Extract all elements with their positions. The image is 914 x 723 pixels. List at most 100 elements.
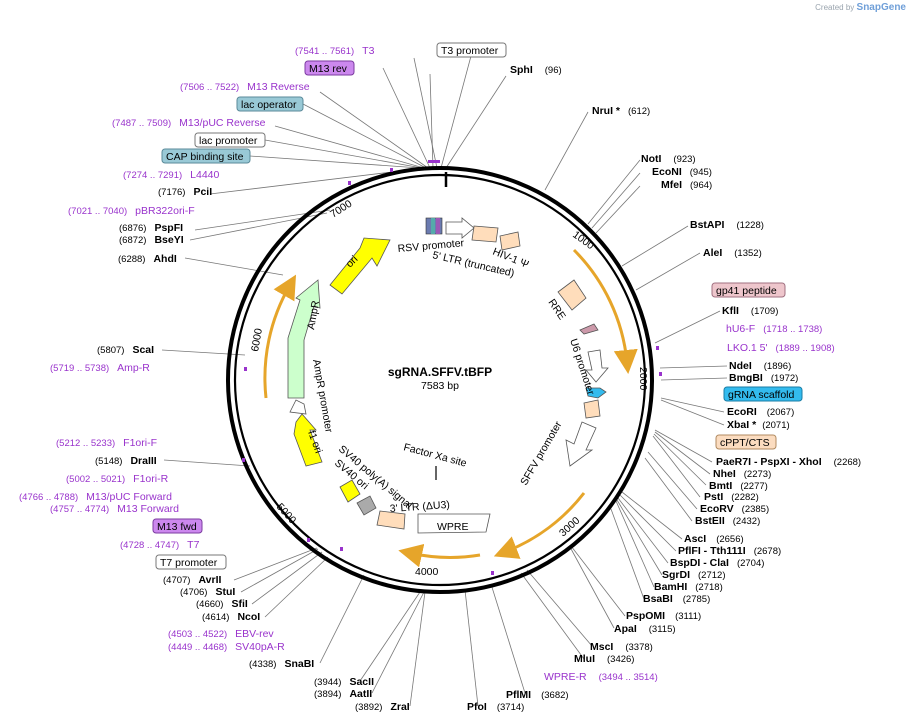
- tick-4000: 4000: [415, 566, 439, 578]
- site-ndei: NdeI(1896): [729, 360, 791, 372]
- box-m13-rev: M13 rev: [309, 63, 348, 75]
- boxed-feature-labels: M13 rev T3 promoter lac operator lac pro…: [152, 42, 803, 570]
- primer-pbr322ori-f: (7021 .. 7040)pBR322ori-F: [68, 205, 195, 217]
- site-mlui: MluI(3426): [574, 653, 634, 665]
- site-bsabi: BsaBI(2785): [643, 593, 710, 605]
- site-psti: PstI(2282): [704, 491, 759, 503]
- label-factor-xa: Factor Xa site: [402, 441, 468, 469]
- tick-6000: 6000: [249, 327, 265, 352]
- sffv-promoter-arrow: [565, 421, 597, 467]
- restriction-sites-right: SphI(96) NruI *(612) NotI(923) EcoNI(945…: [467, 64, 861, 713]
- primer-mark-wpre: [491, 571, 494, 575]
- primer-m13-puc-reverse: (7487 .. 7509)M13/pUC Reverse: [112, 117, 266, 129]
- hiv-psi-block: [499, 231, 521, 251]
- lac-operator-mark: [431, 218, 435, 234]
- plasmid-length: 7583 bp: [421, 380, 459, 392]
- primer-f1ori-r: (5002 .. 5021)F1ori-R: [66, 473, 169, 485]
- primer-m13-forward: (4757 .. 4774)M13 Forward: [50, 503, 179, 515]
- ltr5-block: [471, 225, 499, 243]
- site-sfii: (4660)SfiI: [196, 598, 248, 610]
- ampr-arrow: [287, 279, 321, 399]
- site-mfei: MfeI(964): [661, 179, 712, 191]
- ori-arrow: [329, 237, 391, 295]
- rsv-promoter-arrow: [445, 217, 475, 239]
- site-nhei: NheI(2273): [713, 468, 771, 480]
- primer-f1ori-f: (5212 .. 5233)F1ori-F: [56, 437, 157, 449]
- sv40-ori-block: [339, 479, 361, 503]
- sv40-polya-block: [356, 495, 377, 516]
- site-kfli: KflI(1709): [722, 305, 778, 317]
- box-lac-operator: lac operator: [241, 99, 297, 111]
- site-apai: ApaI(3115): [614, 623, 676, 635]
- site-aatii: (3894)AatII: [314, 688, 372, 700]
- tick-7000: 7000: [328, 198, 354, 221]
- primer-wpre-r: WPRE-R(3494 .. 3514): [544, 671, 658, 683]
- site-pcii: (7176)PciI: [158, 186, 212, 198]
- site-zrai: (3892)ZraI: [355, 701, 410, 713]
- box-cap-binding-site: CAP binding site: [166, 151, 244, 163]
- primer-l4440: (7274 .. 7291)L4440: [123, 169, 220, 181]
- site-bseyi: (6872)BseYI: [119, 234, 184, 246]
- f1-ori-arrow: [293, 413, 323, 467]
- box-cppt-cts: cPPT/CTS: [720, 437, 770, 449]
- gold-arc-sffv: [493, 492, 586, 559]
- primer-m13-reverse: (7506 .. 7522)M13 Reverse: [180, 81, 310, 93]
- site-tth111i: PflFI - Tth111I(2678): [678, 545, 781, 557]
- site-bamhi: BamHI(2718): [654, 581, 723, 593]
- tick-2000: 2000: [637, 367, 649, 391]
- site-sgrdi: SgrDI(2712): [662, 569, 725, 581]
- site-pspomi: PspOMI(3111): [626, 610, 701, 622]
- plasmid-name: sgRNA.SFFV.tBFP: [388, 365, 492, 379]
- site-scai: (5807)ScaI: [97, 344, 154, 356]
- site-pflmi: PflMI(3682): [506, 689, 569, 701]
- label-ltr3: 3' LTR (ΔU3): [389, 499, 450, 515]
- box-grna-scaffold: gRNA scaffold: [728, 389, 795, 401]
- ltr3-block: [376, 510, 406, 530]
- site-ncoi: (4614)NcoI: [202, 611, 260, 623]
- ampr-promoter-arrow: [289, 399, 307, 415]
- primer-mark-ampr: [244, 367, 247, 371]
- box-t3-promoter: T3 promoter: [441, 45, 499, 57]
- box-lac-promoter: lac promoter: [199, 135, 258, 147]
- primer-sv40pa-r: (4449 .. 4468)SV40pA-R: [168, 641, 285, 653]
- site-msci: MscI(3378): [590, 641, 653, 653]
- grna-scaffold-arrow: [585, 387, 607, 399]
- site-ecorv: EcoRV(2385): [700, 503, 769, 515]
- site-bsteii: BstEII(2432): [695, 515, 760, 527]
- site-nrui: NruI *(612): [592, 105, 650, 117]
- site-asci: AscI(2656): [684, 533, 744, 545]
- site-bmti: BmtI(2277): [709, 480, 768, 492]
- site-xhoi: PaeR7I - PspXI - XhoI(2268): [716, 456, 861, 468]
- box-t7-promoter: T7 promoter: [160, 557, 218, 569]
- primer-ebv-rev: (4503 .. 4522)EBV-rev: [168, 628, 274, 640]
- restriction-sites-left: (3892)ZraI (3894)AatII (3944)SacII (4338…: [95, 186, 410, 713]
- u6-promoter-arrow: [585, 349, 609, 383]
- m13-rev-mark: [436, 218, 440, 234]
- primer-mark-pbr322: [348, 181, 351, 185]
- primer-mark-lko: [659, 372, 662, 376]
- gold-arc-left: [263, 274, 297, 399]
- primer-mark-sv40pa: [340, 547, 343, 551]
- site-ecori: EcoRI(2067): [727, 406, 794, 418]
- site-bstapi: BstAPI(1228): [690, 219, 764, 231]
- site-xbai: XbaI *(2071): [727, 419, 790, 431]
- primer-t7: (4728 .. 4747)T7: [120, 539, 200, 551]
- primer-amp-r: (5719 .. 5738)Amp-R: [50, 362, 150, 374]
- site-noti: NotI(923): [641, 153, 696, 165]
- site-stui: (4706)StuI: [180, 586, 235, 598]
- credit-text: Created by: [815, 3, 855, 12]
- snapgene-credit: Created by SnapGene: [815, 2, 906, 13]
- box-gp41-peptide: gp41 peptide: [716, 285, 777, 297]
- site-clai: BspDI - ClaI(2704): [670, 557, 764, 569]
- label-sffv-promoter: SFFV promoter: [518, 419, 565, 488]
- primer-labels: (7541 .. 7561)T3 (7506 .. 7522)M13 Rever…: [19, 45, 835, 683]
- snapgene-logo: SnapGene: [856, 2, 906, 13]
- label-ampr-promoter: AmpR promoter: [310, 358, 335, 434]
- primer-m13-puc-forward: (4766 .. 4788)M13/pUC Forward: [19, 491, 172, 503]
- site-pfoi: PfoI(3714): [467, 701, 524, 713]
- label-wpre: WPRE: [437, 521, 469, 533]
- box-m13-fwd: M13 fwd: [157, 521, 197, 533]
- primer-mark-m13fwd: [307, 538, 310, 542]
- site-econi: EcoNI(945): [652, 166, 712, 178]
